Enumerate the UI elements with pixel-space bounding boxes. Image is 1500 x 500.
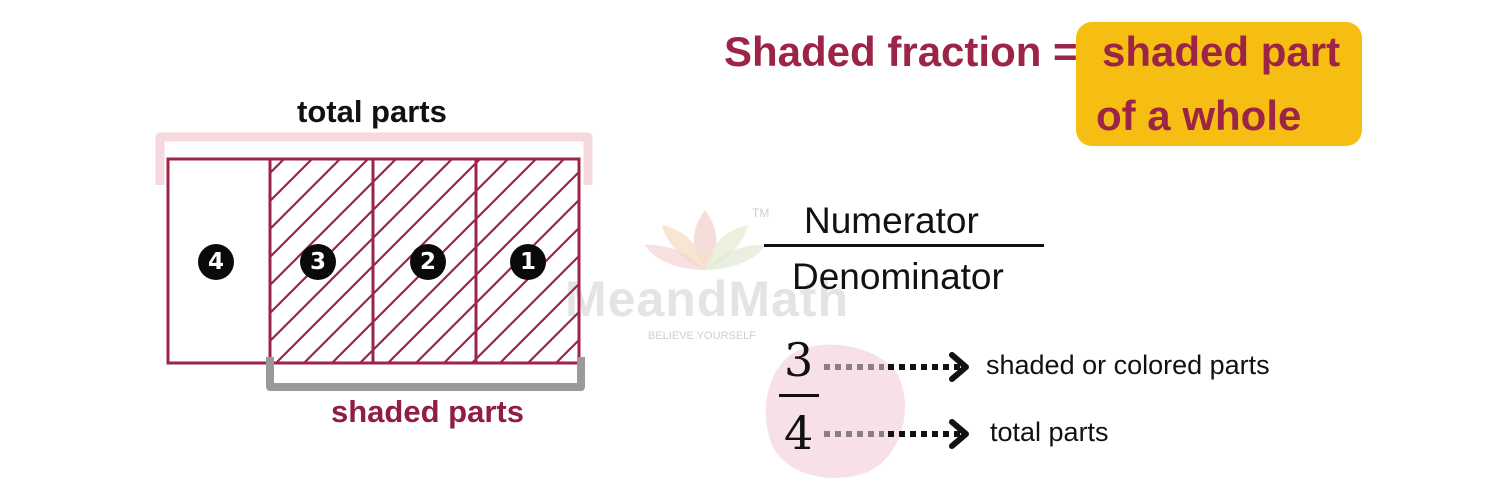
arrow-head <box>949 352 969 382</box>
arrow-head <box>949 419 969 449</box>
numerator-description: shaded or colored parts <box>986 350 1270 380</box>
formula-highlight <box>1076 22 1362 146</box>
total-parts-bracket <box>155 132 593 185</box>
watermark-tagline: BELIEVE YOURSELF <box>648 330 757 342</box>
example-numerator: 3 <box>784 333 814 387</box>
shaded-parts-bracket <box>266 357 585 391</box>
part-number-badge: 2 <box>410 244 446 280</box>
lotus-icon <box>645 210 765 270</box>
total-parts-label: total parts <box>297 94 447 129</box>
fraction-line <box>764 244 1044 247</box>
watermark-brand: MeandMath <box>565 271 849 327</box>
formula-lhs: Shaded fraction = <box>724 28 1078 75</box>
numerator-text: Numerator <box>804 200 979 241</box>
part-number-badge: 3 <box>300 244 336 280</box>
part-number-badge: 1 <box>510 244 546 280</box>
formula-rhs-line2: of a whole <box>1096 92 1302 139</box>
denominator-description: total parts <box>990 417 1109 447</box>
example-fraction-bar <box>779 394 819 397</box>
formula-rhs-line1: shaded part <box>1102 28 1341 75</box>
trademark-mark: TM <box>752 206 770 220</box>
dotted-arrows <box>824 352 969 449</box>
denominator-text: Denominator <box>792 256 1004 297</box>
pink-blob-background <box>765 344 906 478</box>
shaded-parts-label: shaded parts <box>331 394 524 429</box>
part-number-badge: 4 <box>198 244 234 280</box>
example-denominator: 4 <box>784 406 814 460</box>
